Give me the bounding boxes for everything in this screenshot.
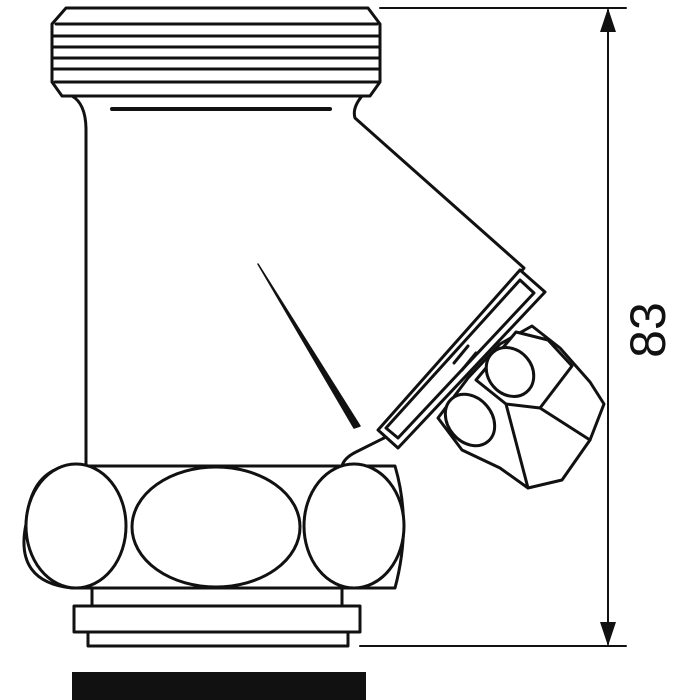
strainer-cap-ring xyxy=(376,268,547,450)
drain-plug xyxy=(436,324,606,490)
top-threaded-connector xyxy=(50,6,382,98)
gasket xyxy=(72,672,366,700)
internal-baffle xyxy=(257,263,361,429)
bottom-collar xyxy=(72,586,362,648)
dimension-line xyxy=(359,7,627,647)
valve-body xyxy=(70,94,526,468)
dimension-arrow-top xyxy=(600,8,616,32)
dimension-arrow-bottom xyxy=(600,622,616,646)
height-dimension-label: 83 xyxy=(620,302,676,358)
union-nut xyxy=(22,462,406,590)
